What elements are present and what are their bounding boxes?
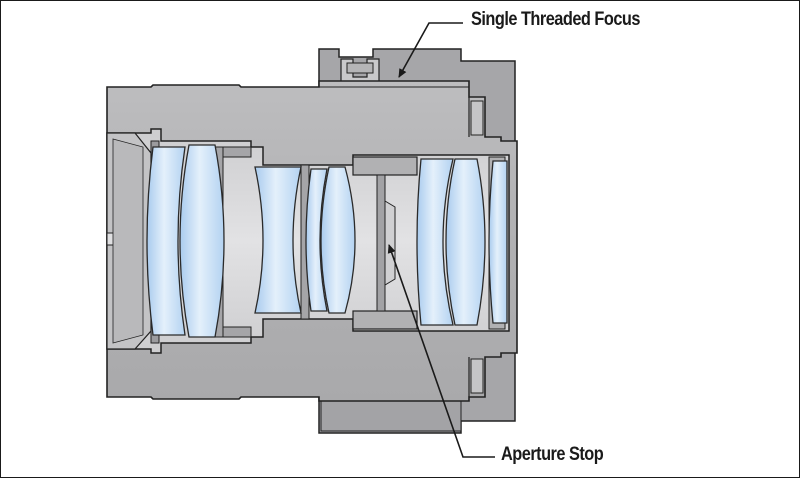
lens-element-2 (179, 144, 225, 338)
focus-leader-line (398, 22, 463, 78)
lens-element-8 (488, 160, 508, 324)
aperture-stop-label: Aperture Stop (501, 444, 604, 465)
lens-element-6 (416, 158, 454, 326)
stop-leader-line (387, 244, 495, 458)
lens-element-7 (445, 158, 486, 326)
lens-element-5 (320, 166, 356, 314)
lens-element-3 (254, 166, 302, 314)
lens-elements (146, 144, 508, 338)
callout-leaders (387, 22, 495, 458)
single-threaded-focus-label: Single Threaded Focus (471, 9, 640, 30)
lens-element-1 (146, 146, 186, 336)
lens-element-4 (305, 168, 328, 312)
